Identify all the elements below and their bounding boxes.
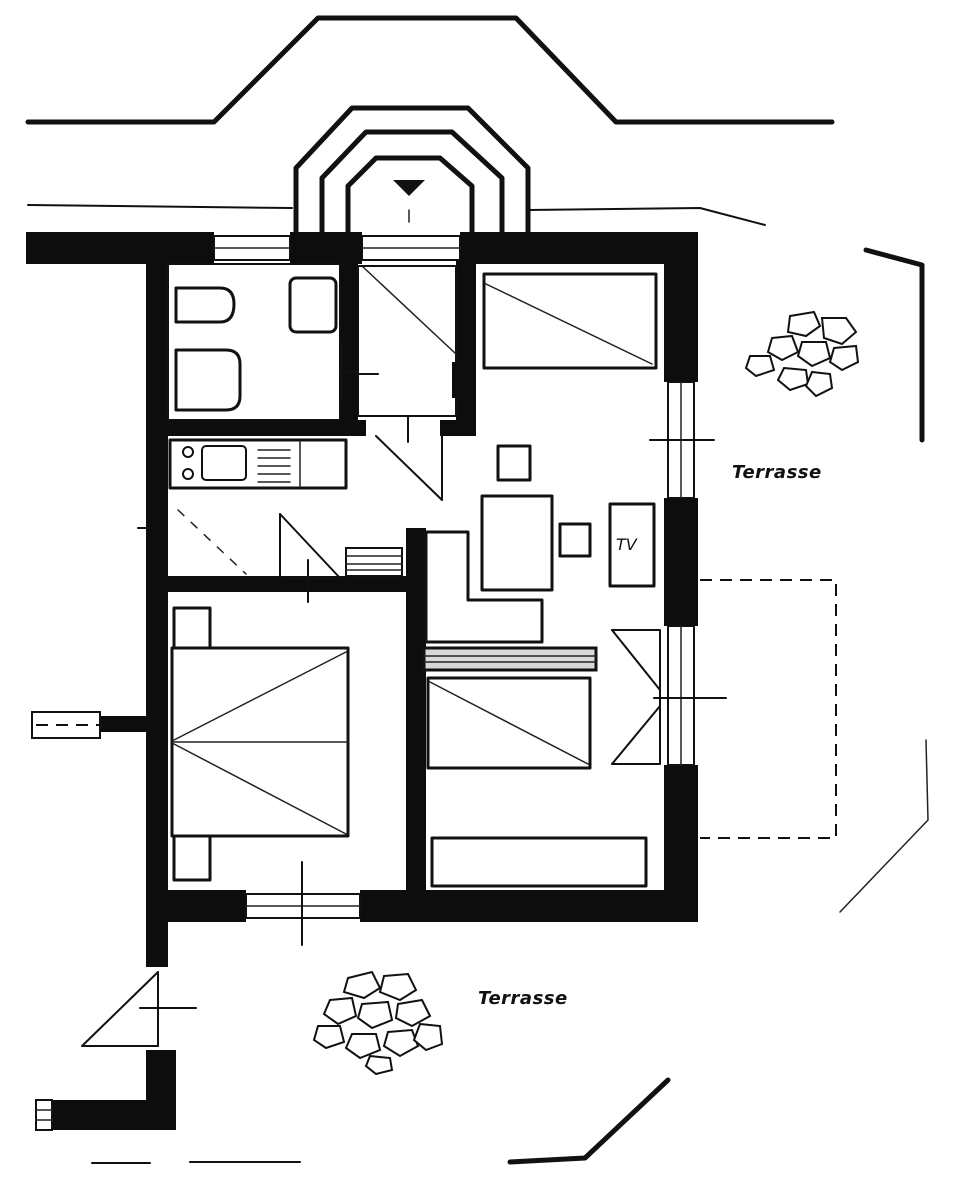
shower <box>357 265 458 417</box>
step-middle <box>319 129 505 237</box>
stone-cluster-south <box>312 970 444 1076</box>
toilet <box>288 276 338 334</box>
entrance-arrow-icon <box>393 180 425 196</box>
door-entry-sw <box>81 971 159 1047</box>
bedroom-right <box>426 676 648 888</box>
shower-diagonal <box>361 265 457 355</box>
wall-east-mid <box>664 498 698 626</box>
drainboard <box>257 449 291 483</box>
terrace-edge-south <box>507 1077 671 1165</box>
path-outline-top <box>25 15 835 125</box>
bathtub-top <box>174 286 236 324</box>
wall-kitchen-south <box>146 576 408 592</box>
outdoor-contours <box>25 15 929 1165</box>
tv-cabinet <box>608 502 656 588</box>
terrace-awning-outline <box>700 579 837 839</box>
path-edge-left <box>27 204 293 209</box>
step-sw <box>35 1099 53 1131</box>
stove-burner-1 <box>182 446 194 458</box>
bed-diagonal-1 <box>173 651 347 741</box>
nightstand-top <box>172 606 212 650</box>
kitchen-dashed-diagonal <box>177 509 247 575</box>
wall-shower-south <box>440 420 476 436</box>
chair <box>558 522 592 558</box>
kitchen-counter <box>168 438 348 490</box>
shower-handle <box>452 362 458 398</box>
stone-cluster-east <box>744 310 860 398</box>
nightstand-bottom <box>172 834 212 882</box>
corner-bench <box>424 530 544 644</box>
single-bed-bottom <box>430 836 648 888</box>
wall-bath-divider <box>340 245 358 425</box>
door-terrace-east <box>611 629 661 765</box>
wall-bath-south <box>146 420 366 436</box>
dining-table <box>480 494 554 592</box>
door-kitchen <box>279 513 341 579</box>
bathroom <box>167 263 341 421</box>
wall-sw-base <box>52 1100 176 1130</box>
path-edge-right <box>527 207 766 226</box>
step-inner <box>345 155 475 237</box>
wall-south-west <box>146 890 246 922</box>
step-outer <box>293 105 531 237</box>
sink <box>174 348 242 412</box>
windows <box>31 235 727 946</box>
bedroom-left <box>170 606 350 882</box>
entrance-steps <box>293 105 531 237</box>
doors <box>35 339 661 1131</box>
radiator <box>345 547 403 577</box>
walls <box>26 232 698 1130</box>
wall-shower-east <box>456 245 476 435</box>
wall-north-east <box>460 232 698 264</box>
stool <box>496 444 532 482</box>
shower-tray <box>357 265 457 417</box>
tv-label: TV <box>616 535 638 554</box>
bed-diagonal-2 <box>173 743 347 835</box>
sofa-bed-diagonal <box>485 283 653 365</box>
terrace-label-east: Terrasse <box>732 462 822 483</box>
stove-burner-2 <box>182 468 194 480</box>
kitchen <box>168 438 403 577</box>
terrace-edge-east <box>863 247 925 443</box>
door-shower <box>375 435 443 501</box>
living-room: TV <box>422 272 658 672</box>
wall-west <box>146 232 168 967</box>
wardrobe-shelf <box>422 646 598 672</box>
single-bed-diagonal <box>429 681 589 765</box>
wall-west-stub <box>100 716 148 732</box>
wall-east-top <box>664 232 698 382</box>
terrace-edge-east-lower <box>839 739 929 913</box>
kitchen-sink <box>201 445 247 481</box>
terrace-label-south: Terrasse <box>478 988 568 1009</box>
wall-bedrooms-divider <box>406 528 426 908</box>
wall-north-west <box>26 232 214 264</box>
